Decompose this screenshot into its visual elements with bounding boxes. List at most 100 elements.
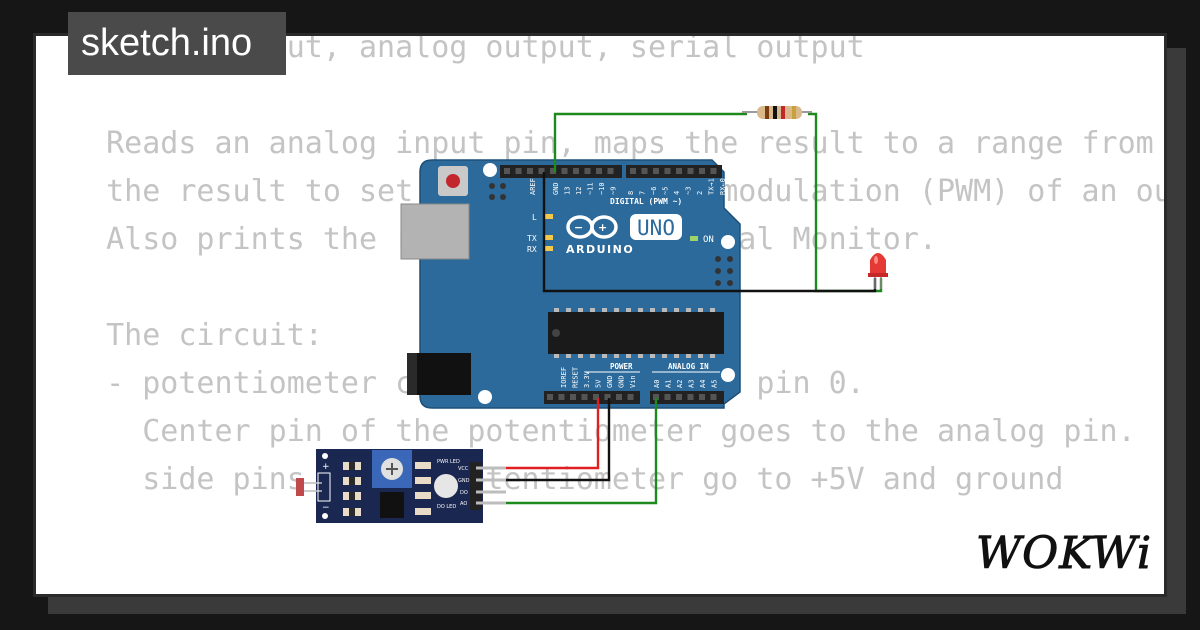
header-pin[interactable] [596,168,602,174]
header-pin[interactable] [593,394,599,400]
header-pin[interactable] [699,394,705,400]
led-rx-label: RX [527,245,537,254]
header-pin[interactable] [573,168,579,174]
header-pin[interactable] [550,168,556,174]
usb-connector [400,203,470,260]
red-led[interactable] [868,253,888,289]
sensor-minus-label: − [322,503,330,513]
led-l-label: L [532,213,537,222]
sensor-pin-label: VCC [458,466,469,472]
header-pin[interactable] [538,168,545,174]
analog-label: ANALOG IN [668,362,709,371]
wokwi-logo: WOKWi [976,528,1152,580]
power-header [544,391,640,404]
sensor-pin-label: GND [458,478,470,484]
top-pin-label: TX→1 [708,178,716,195]
top-pin-label: ~9 [610,187,618,195]
header-pin[interactable] [558,394,565,400]
header-pin[interactable] [687,168,694,174]
sensor-pin-label: AO [460,501,467,507]
header-pin[interactable] [699,168,705,174]
board-maker: ARDUINO [566,243,634,256]
header-pin[interactable] [604,394,611,400]
sensor-plus-label: + [322,462,330,472]
header-pin[interactable] [710,394,717,400]
bottom-pin-label: 5V [595,379,603,388]
top-pin-label: 12 [575,187,583,195]
bottom-pin-label: A1 [665,380,673,388]
top-pin-label: 2 [696,191,704,195]
top-pin-label: ~3 [685,187,693,195]
header-pin[interactable] [515,168,522,174]
code-line: Center pin of the potentiometer goes to … [70,414,1136,449]
wire-red-vcc [506,398,600,470]
on-label: ON [703,235,714,245]
file-title: sketch.ino [68,12,286,75]
bottom-pin-label: A5 [711,380,719,388]
header-pin[interactable] [653,394,659,400]
header-pin[interactable] [630,168,636,174]
digital-header-right [626,165,722,178]
light-sensor-module[interactable]: + − PWR LED DO LED VCC [296,449,506,523]
bottom-pin-label: 3.3V [583,370,591,388]
top-pin-label: 8 [627,191,635,195]
header-pin[interactable] [676,168,682,174]
header-pin[interactable] [581,394,588,400]
resistor[interactable] [742,106,812,119]
mounting-hole [721,235,735,249]
header-pin[interactable] [641,168,648,174]
mounting-hole [721,368,735,382]
comparator-chip [380,492,404,518]
header-pin[interactable] [616,394,622,400]
header-pin[interactable] [570,394,576,400]
top-pin-label: 4 [673,191,681,195]
top-pin-label: 13 [564,187,572,195]
bottom-pin-label: A0 [653,380,661,388]
bottom-pin-label: A2 [676,380,684,388]
header-pin[interactable] [653,168,659,174]
header-pin[interactable] [607,168,614,174]
sensor-led [434,474,458,498]
top-pin-label: GND [552,182,560,195]
header-pin[interactable] [664,394,671,400]
bottom-pin-label: GND [606,375,614,388]
sensor-pin-label: DO [460,490,468,496]
header-pin[interactable] [547,394,553,400]
header-pin[interactable] [527,168,533,174]
header-pin[interactable] [664,168,671,174]
brand-logo-text: WOKWi [976,528,1152,579]
top-pin-label: RX←0 [719,178,727,195]
header-pin[interactable] [504,168,510,174]
code-line: The circuit: [70,318,323,353]
power-label: POWER [610,362,633,371]
header-pin[interactable] [710,168,717,174]
wire-green-ao [506,398,658,505]
header-pin[interactable] [561,168,568,174]
top-pin-label: ~5 [662,187,670,195]
top-pin-label: ~6 [650,187,658,195]
wire-green-pin13 [553,112,747,172]
photoresistor [296,478,304,496]
header-pin[interactable] [584,168,591,174]
bottom-pin-label: RESET [572,366,580,388]
top-pin-label: 7 [639,191,647,195]
header-pin[interactable] [627,394,634,400]
wire-black-gnd [506,398,611,482]
pwr-led-label: PWR LED [437,459,460,465]
board-model: UNO [637,216,675,240]
mounting-hole [478,390,492,404]
power-jack [407,353,471,395]
mounting-hole [483,163,497,177]
bottom-pin-label: A4 [699,380,707,388]
bottom-pin-label: GND [618,375,626,388]
arduino-logo-icon [566,215,618,239]
bottom-pin-label: IOREF [560,367,568,388]
digital-label: DIGITAL (PWM ~) [610,197,682,206]
header-pin[interactable] [676,394,682,400]
svg-text:−: − [574,221,583,234]
header-pin[interactable] [687,394,694,400]
top-pin-label: ~11 [587,182,595,195]
top-pin-label: AREF [529,178,537,195]
